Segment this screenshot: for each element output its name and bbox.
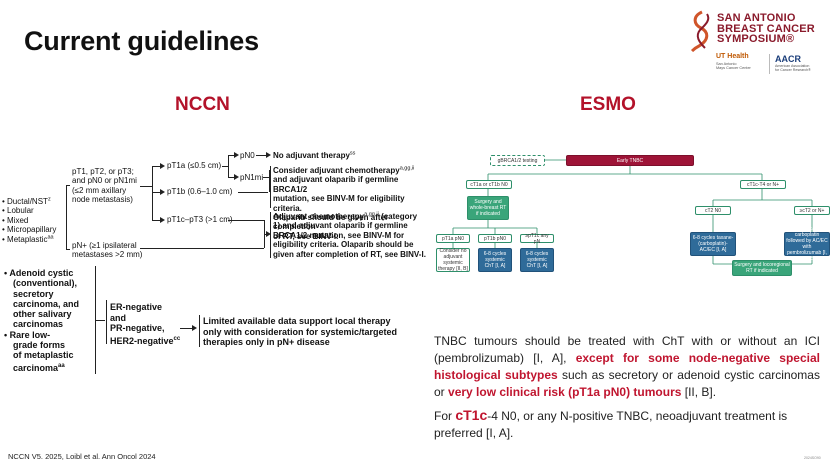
connector: [152, 166, 162, 167]
arrowhead: [266, 231, 271, 237]
connector: [228, 177, 236, 178]
sabcs-ribbon-logo: [690, 10, 710, 52]
arrowhead: [234, 174, 239, 180]
receptor-status-block: ER-negative and PR-negative, HER2-negati…: [110, 302, 181, 346]
sabcs-line-3: SYMPOSIUM®: [717, 33, 795, 45]
rare-types-list: • Adenoid cystic (conventional), secreto…: [4, 268, 80, 373]
connector: [256, 155, 268, 156]
aacr-sub-2: for Cancer Research®: [775, 68, 811, 72]
connector: [152, 192, 162, 193]
aacr-subtitle: American Association for Cancer Research…: [775, 64, 811, 72]
limited-data-block: Limited available data support local the…: [203, 316, 398, 347]
no-adjuvant-therapy: No adjuvant therapyss: [273, 150, 356, 160]
connector: [95, 320, 105, 321]
arrowhead: [234, 152, 239, 158]
connector: [66, 185, 70, 186]
node-positive-group: pN+ (≥1 ipsilateral metastases >2 mm): [72, 241, 143, 260]
surgery-final-box: Surgery and locoregional RT if indicated: [732, 260, 792, 276]
ut-sub-2: Mays Cancer Center: [716, 66, 751, 71]
arrowhead: [192, 325, 197, 331]
esmo-recommendation-2: For cT1c-4 N0, or any N-positive TNBC, n…: [434, 407, 788, 440]
chemo-box-2: 6-8 cycles systemic ChT [I, A]: [520, 248, 554, 272]
connector: [180, 328, 194, 329]
arrowhead: [266, 152, 271, 158]
adjuvant-chemo-block: Adjuvant chemotherapya,gg,ii (category 1…: [273, 211, 426, 259]
aacr-sub-1: American Association: [775, 64, 810, 68]
histology-item: • Micropapillary: [2, 225, 57, 235]
histology-list: • Ductal/NSTz • Lobular • Mixed • Microp…: [2, 197, 56, 244]
logo-divider: [769, 54, 770, 74]
arrowhead: [160, 189, 165, 195]
connector: [263, 177, 269, 178]
left-branch-box: cT1a or cT1b N0: [466, 180, 512, 189]
connector: [269, 170, 270, 192]
footnote: NCCN V5. 2025, Loibl et al. Ann Oncol 20…: [8, 452, 156, 461]
sabcs-logo-text: SAN ANTONIO BREAST CANCER SYMPOSIUM®: [717, 13, 815, 45]
connector: [228, 155, 229, 177]
connector: [152, 220, 162, 221]
gbrca-testing-box: gBRCA1/2 testing: [490, 155, 545, 166]
connector: [228, 220, 264, 221]
connector: [66, 249, 70, 250]
rare-type-item: • Adenoid cystic: [4, 268, 74, 278]
esmo-recommendation-1: TNBC tumours should be treated with ChT …: [434, 334, 820, 399]
pt1a-label: pT1a (≤0.5 cm): [167, 161, 222, 170]
connector: [228, 155, 236, 156]
connector: [66, 185, 67, 249]
node-negative-group: pT1, pT2, or pT3; and pN0 or pN1mi (≤2 m…: [72, 167, 137, 205]
rare-type-item: • Rare low-: [4, 329, 51, 340]
histology-item: • Lobular: [2, 206, 34, 216]
pt1b-box: pT1b pN0: [478, 234, 512, 243]
connector: [152, 166, 153, 220]
consider-adjuvant-block: Consider adjuvant chemotherapya,gg,ii an…: [273, 165, 415, 241]
consider-no-therapy-box: Consider no adjuvant systemic therapy [I…: [436, 248, 470, 272]
pt1c-label: pT1c–pT3 (>1 cm): [167, 215, 233, 224]
bracket: [106, 300, 107, 344]
ut-health-logo: UT Health: [716, 53, 749, 60]
slide-id: 2024SO90: [804, 456, 821, 460]
nccn-heading: NCCN: [175, 94, 230, 115]
connector: [140, 248, 264, 249]
connector: [222, 166, 228, 167]
sabcs-line-1: SAN ANTONIO: [717, 12, 796, 24]
arrowhead: [160, 217, 165, 223]
pt1c-box: ≥pT1c any pN: [520, 233, 554, 245]
histology-item: • Mixed: [2, 215, 29, 225]
histology-item: • Metaplasticaa: [2, 233, 54, 244]
taxane-box-1: 6-8 cycles taxane-(carboplatin)-AC/EC [I…: [690, 232, 736, 256]
sabcs-line-2: BREAST CANCER: [717, 22, 815, 35]
ut-sub-1: San Antonio: [716, 62, 737, 66]
esmo-connectors: [452, 159, 813, 265]
esmo-heading: ESMO: [580, 94, 636, 115]
chemo-box-1: 6-8 cycles systemic ChT [I, A]: [478, 248, 512, 272]
pn0-label: pN0: [240, 151, 255, 160]
slide-title: Current guidelines: [24, 26, 259, 56]
taxane-box-2: 6-8 cycles taxane-carboplatin followed b…: [784, 226, 830, 262]
surgery-box: Surgery and whole-breast RT if indicated: [467, 196, 509, 220]
ct2plus-box: ≥cT2 or N+: [794, 206, 830, 215]
ct2n0-box: cT2 N0: [695, 206, 731, 215]
histology-item: • Ductal/NSTz: [2, 196, 51, 206]
pn1mi-label: pN1mi: [240, 173, 264, 182]
bracket: [270, 212, 271, 258]
early-tnbc-box: Early TNBC: [566, 155, 694, 166]
bracket: [199, 315, 200, 347]
ut-health-subtitle: San Antonio Mays Cancer Center: [716, 62, 751, 71]
connector: [238, 192, 268, 193]
aacr-logo: AACR: [775, 54, 801, 64]
bracket: [270, 166, 271, 208]
pt1a-box: pT1a pN0: [436, 234, 470, 243]
pt1b-label: pT1b (0.6–1.0 cm): [167, 187, 233, 196]
right-branch-box: cT1c-T4 or N+: [740, 180, 786, 189]
connector: [140, 186, 152, 187]
arrowhead: [160, 163, 165, 169]
